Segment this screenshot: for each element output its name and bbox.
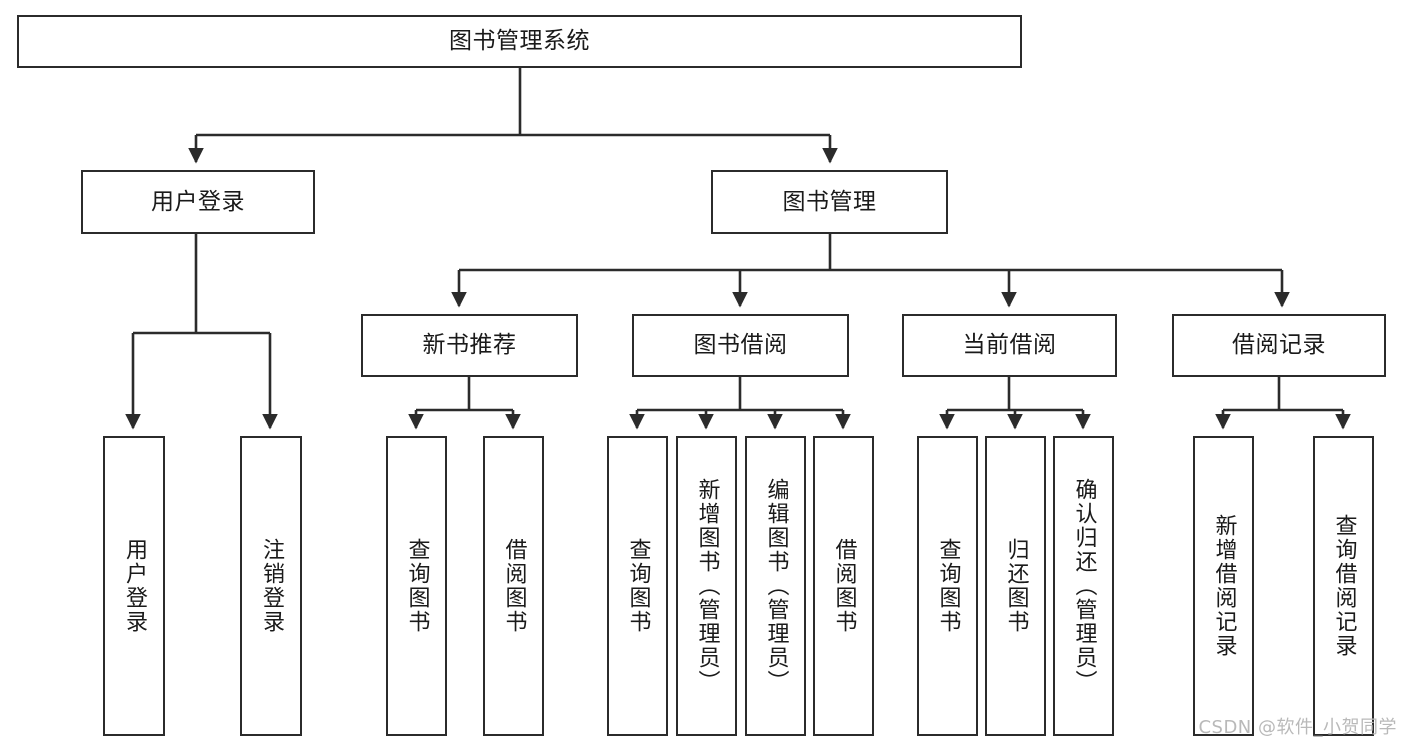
node-leaf-user-login-signout[interactable]: 注销登录 <box>240 436 302 736</box>
node-leaf-current-query-book[interactable]: 查询图书 <box>917 436 978 736</box>
node-leaf-recommend-borrow-book[interactable]: 借阅图书 <box>483 436 544 736</box>
node-leaf-label: 借阅图书 <box>831 538 857 634</box>
node-borrow-record[interactable]: 借阅记录 <box>1172 314 1386 377</box>
node-leaf-recommend-query-book[interactable]: 查询图书 <box>386 436 447 736</box>
node-leaf-borrow-borrow-book[interactable]: 借阅图书 <box>813 436 874 736</box>
node-leaf-label: 查询借阅记录 <box>1331 514 1357 658</box>
node-borrow-record-label: 借阅记录 <box>1232 332 1326 359</box>
node-user-login[interactable]: 用户登录 <box>81 170 315 234</box>
node-root-system-label: 图书管理系统 <box>449 28 590 55</box>
node-leaf-current-return-book[interactable]: 归还图书 <box>985 436 1046 736</box>
node-book-management[interactable]: 图书管理 <box>711 170 948 234</box>
node-leaf-label: 借阅图书 <box>501 538 527 634</box>
node-book-borrow-label: 图书借阅 <box>693 332 788 359</box>
node-book-borrow[interactable]: 图书借阅 <box>632 314 849 377</box>
node-user-login-label: 用户登录 <box>151 188 245 215</box>
node-leaf-borrow-add-book-admin[interactable]: 新增图书（管理员） <box>676 436 737 736</box>
node-new-book-recommend[interactable]: 新书推荐 <box>361 314 578 377</box>
node-leaf-label: 查询图书 <box>935 538 961 634</box>
node-leaf-user-login-signin[interactable]: 用户登录 <box>103 436 165 736</box>
node-leaf-label: 归还图书 <box>1003 538 1029 634</box>
node-leaf-borrow-query-book[interactable]: 查询图书 <box>607 436 668 736</box>
node-leaf-label: 查询图书 <box>404 538 430 634</box>
node-leaf-label: 查询图书 <box>625 538 651 634</box>
node-leaf-borrow-edit-book-admin[interactable]: 编辑图书（管理员） <box>745 436 806 736</box>
node-root-system[interactable]: 图书管理系统 <box>17 15 1022 68</box>
node-book-management-label: 图书管理 <box>782 188 877 215</box>
node-current-borrow-label: 当前借阅 <box>962 332 1057 359</box>
node-leaf-label: 确认归还（管理员） <box>1071 478 1097 694</box>
node-current-borrow[interactable]: 当前借阅 <box>902 314 1117 377</box>
node-leaf-record-add-record[interactable]: 新增借阅记录 <box>1193 436 1254 736</box>
node-leaf-label: 新增借阅记录 <box>1211 514 1237 658</box>
node-leaf-current-confirm-return-admin[interactable]: 确认归还（管理员） <box>1053 436 1114 736</box>
node-leaf-label: 新增图书（管理员） <box>694 478 720 694</box>
node-leaf-record-query-record[interactable]: 查询借阅记录 <box>1313 436 1374 736</box>
node-new-book-recommend-label: 新书推荐 <box>422 332 517 359</box>
node-leaf-label: 注销登录 <box>259 538 284 634</box>
node-leaf-label: 用户登录 <box>122 538 147 634</box>
node-leaf-label: 编辑图书（管理员） <box>763 478 789 694</box>
